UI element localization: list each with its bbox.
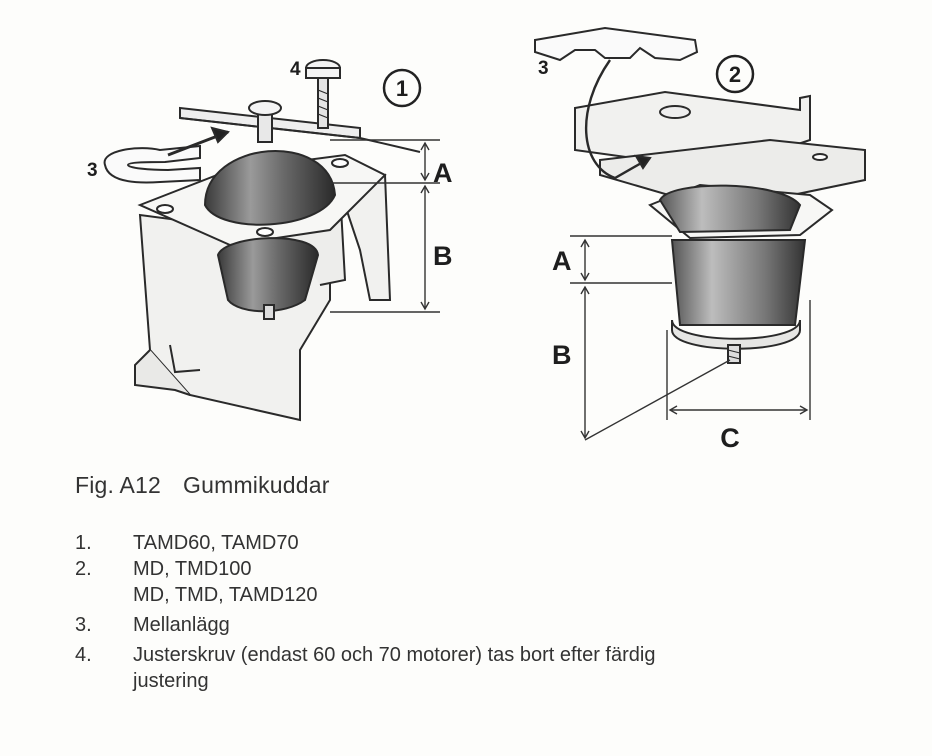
legend-number: 1. [75,532,92,554]
legend-item: MD, TMD, TAMD120 [75,582,895,608]
label-shim-3: 3 [87,160,98,181]
legend-item: justering [75,668,895,694]
mount-2-labels: 2 3 A B C [538,54,755,453]
legend-item: 2. MD, TMD100 [75,556,895,582]
detail-1-number: 1 [396,76,408,101]
legend-text: MD, TMD, TAMD120 [133,584,318,606]
engine-mount-illustration: 1 3 4 A B [87,26,866,453]
legend-item: 4. Justerskruv (endast 60 och 70 motorer… [75,642,895,668]
detail-2-number: 2 [729,62,741,87]
detail-1-marker [382,68,422,108]
mount-2-dimensions [570,235,811,441]
figure-title: Gummikuddar [183,472,330,498]
mount-2-drawing [534,26,866,364]
legend-text: TAMD60, TAMD70 [133,532,299,554]
mount-1-dimensions [330,139,440,313]
label-dimension-b: B [433,241,453,271]
legend-number: 2. [75,558,92,580]
label-screw-4: 4 [290,59,301,80]
legend-item: 1. TAMD60, TAMD70 [75,530,895,556]
legend-text: Justerskruv (endast 60 och 70 motorer) t… [133,644,656,666]
mount-1-drawing [103,59,421,422]
legend-item: 3. Mellanlägg [75,612,895,638]
label-shim-3-detail-2: 3 [538,58,549,79]
label-dimension-c: C [720,423,740,453]
figure-legend: 1. TAMD60, TAMD70 2. MD, TMD100 MD, TMD,… [75,530,895,694]
figure-number: Fig. A12 [75,472,161,498]
legend-number: 4. [75,644,92,666]
figure-caption: Fig. A12 Gummikuddar [75,472,330,499]
label-dimension-b-2: B [552,340,572,370]
legend-text: Mellanlägg [133,614,230,636]
label-dimension-a: A [433,158,453,188]
label-dimension-a-2: A [552,246,572,276]
legend-text: justering [133,670,209,692]
legend-number: 3. [75,614,92,636]
mount-1-labels: 1 3 4 A B [87,59,453,271]
detail-2-marker [715,54,755,94]
legend-text: MD, TMD100 [133,558,252,580]
